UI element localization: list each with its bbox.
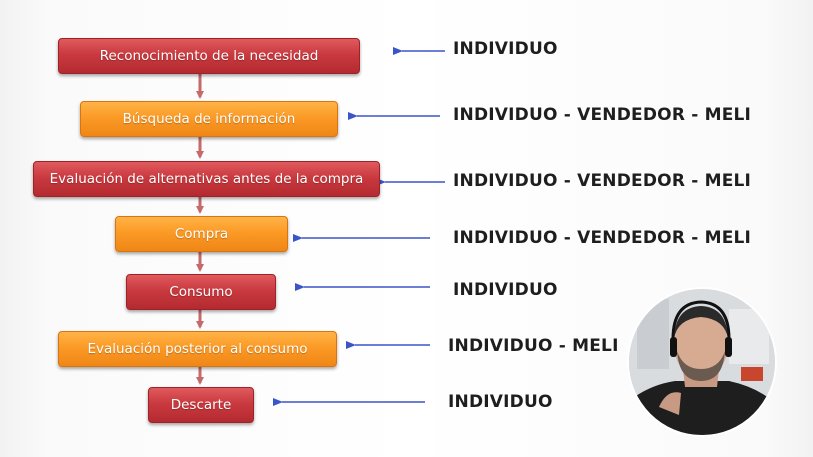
- role-label: INDIVIDUO: [453, 280, 558, 300]
- step-box-evaluacion-posterior: Evaluación posterior al consumo: [58, 331, 337, 367]
- step-box-compra: Compra: [115, 216, 288, 252]
- step-box-evaluacion-alternativas: Evaluación de alternativas antes de la c…: [33, 161, 380, 197]
- step-label: Reconocimiento de la necesidad: [99, 48, 319, 64]
- role-label: INDIVIDUO - VENDEDOR - MELI: [453, 105, 752, 125]
- step-box-descarte: Descarte: [148, 387, 254, 423]
- step-label: Evaluación de alternativas antes de la c…: [49, 171, 364, 187]
- step-label: Compra: [174, 226, 229, 242]
- role-label: INDIVIDUO - MELI: [448, 336, 619, 356]
- step-label: Búsqueda de información: [122, 111, 296, 127]
- step-label: Descarte: [170, 397, 232, 413]
- presenter-silhouette: [629, 289, 775, 435]
- role-label: INDIVIDUO - VENDEDOR - MELI: [453, 171, 752, 191]
- step-label: Consumo: [169, 284, 233, 300]
- step-box-reconocimiento: Reconocimiento de la necesidad: [58, 38, 360, 74]
- role-label: INDIVIDUO - VENDEDOR - MELI: [453, 228, 752, 248]
- step-box-busqueda: Búsqueda de información: [80, 101, 338, 137]
- role-label: INDIVIDUO: [448, 392, 553, 412]
- step-box-consumo: Consumo: [126, 274, 276, 310]
- step-label: Evaluación posterior al consumo: [87, 341, 308, 357]
- presenter-video-icon: [629, 289, 775, 435]
- role-label: INDIVIDUO: [453, 39, 558, 59]
